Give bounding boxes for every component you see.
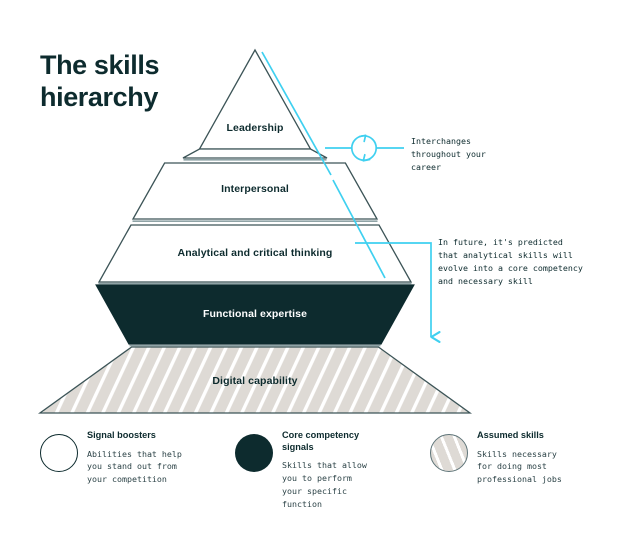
solid-circle-icon [235,434,273,472]
legend-body: Assumed skills Skills necessary for doin… [477,430,612,486]
pyramid-layer-leadership [182,48,328,159]
legend-title: Assumed skills [477,430,544,440]
hatched-circle-icon [430,434,468,472]
layer-label-functional-expertise: Functional expertise [202,308,308,320]
page-title: The skills hierarchy [40,50,160,112]
layer-label-interpersonal: Interpersonal [221,183,289,195]
legend: Signal boosters Abilities that help you … [0,430,640,540]
layer-label-analytical: Analytical and critical thinking [177,247,333,259]
legend-description: Skills necessary for doing most professi… [477,448,562,485]
legend-description: Abilities that help you stand out from y… [87,448,182,485]
annotation-text-interchanges: Interchanges throughout your career [411,136,486,172]
legend-body: Signal boosters Abilities that help you … [87,430,222,486]
legend-body: Core competency signals Skills that allo… [282,430,417,510]
pyramid-layer-interpersonal [131,162,379,220]
layer-label-digital-capability: Digital capability [212,375,298,387]
circular-arrows-icon [325,134,404,162]
annotation-guide-line-upper [261,51,332,176]
outline-circle-icon [40,434,78,472]
layer-label-leadership: Leadership [226,122,284,134]
annotation-guide-line-lower [332,179,386,279]
annotation-text-future-analytical: In future, it's predicted that analytica… [438,237,583,286]
legend-description: Skills that allow you to perform your sp… [282,460,367,509]
annotation-bracket-future [355,242,441,343]
pyramid-layer-digital-capability [37,346,473,414]
legend-title: Signal boosters [87,430,156,440]
pyramid-layer-analytical [97,224,413,283]
pyramid-layer-functional-expertise [95,284,415,345]
legend-title: Core competency signals [282,430,360,452]
